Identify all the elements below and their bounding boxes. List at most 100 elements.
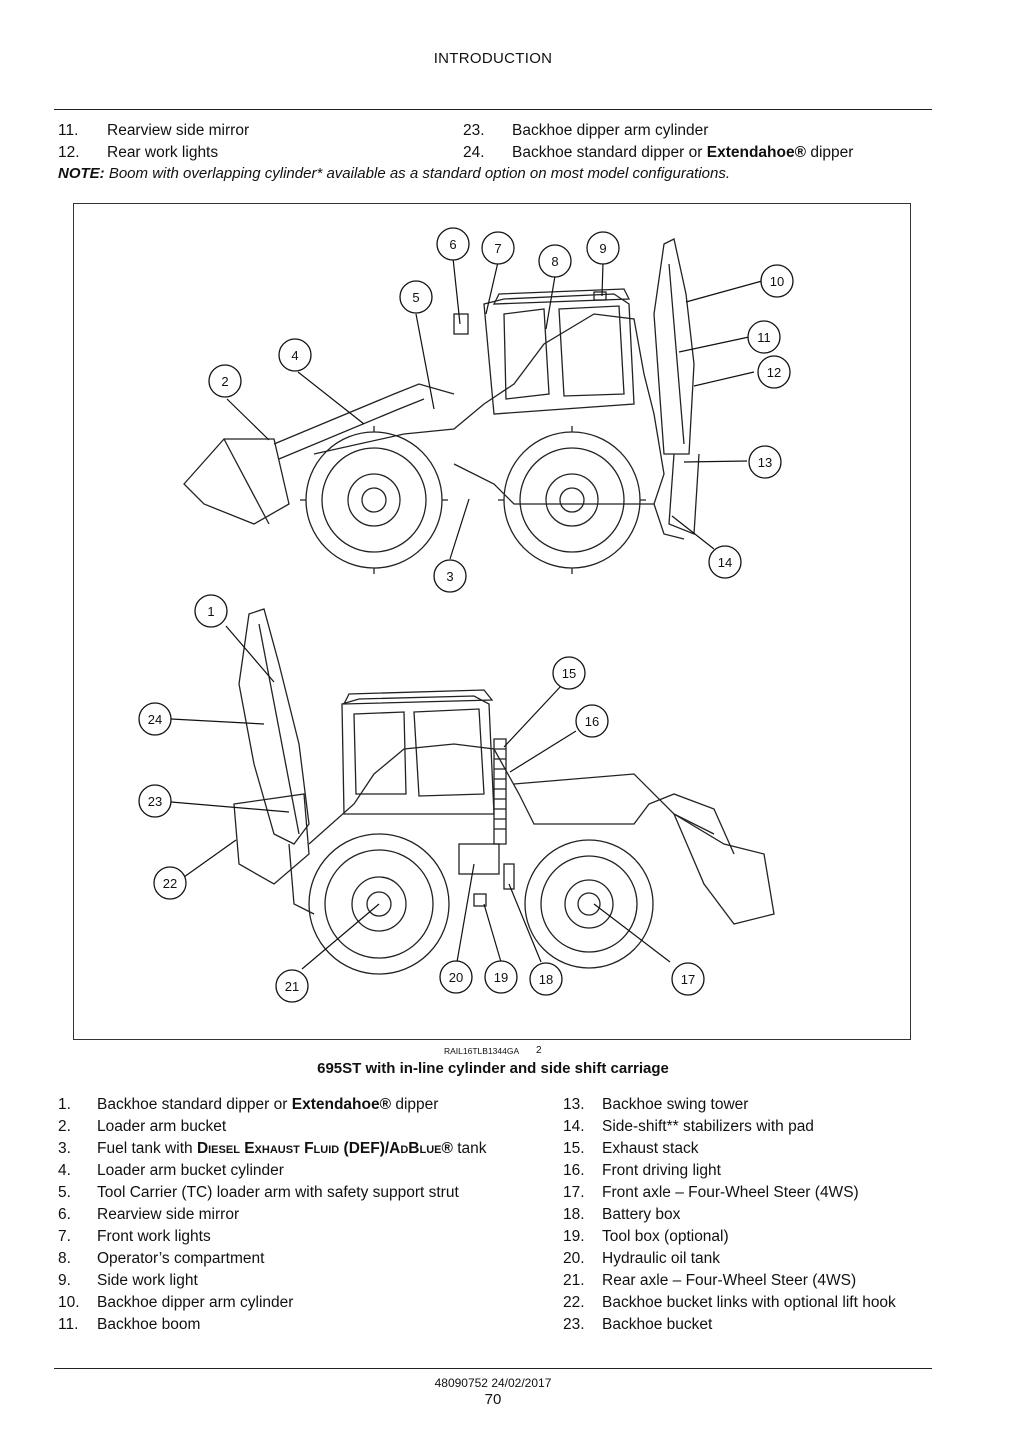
legend-number: 18. [563,1206,585,1223]
legend-number: 6. [58,1206,71,1223]
text-part: dipper [391,1096,439,1113]
legend-number: 5. [58,1184,71,1201]
callout-14: 14 [718,555,732,570]
item-number: 11. [58,122,79,139]
legend-number: 7. [58,1228,71,1245]
legend-number: 14. [563,1118,585,1135]
def-adblue-term: Diesel Exhaust Fluid (DEF)/AdBlue® [196,1140,453,1157]
callout-22: 22 [163,876,177,891]
text-part: Fuel tank with [97,1140,197,1157]
footer-rule [54,1368,932,1369]
callout-19: 19 [494,970,508,985]
legend-text: Operator’s compartment [97,1250,265,1267]
legend-number: 16. [563,1162,585,1179]
legend-number: 19. [563,1228,585,1245]
top-list-item: 24. [463,144,485,161]
top-list-item: 23. [463,122,485,139]
callout-11: 11 [757,330,771,345]
lower-machine-drawing [233,608,775,975]
top-list-item-text: Rearview side mirror [107,122,250,139]
legend-text: Backhoe bucket links with optional lift … [602,1294,896,1311]
text-part: dipper [806,144,854,161]
legend-text: Hydraulic oil tank [602,1250,721,1267]
legend-text: Front driving light [602,1162,721,1179]
top-list-item: 11. [58,120,78,142]
top-list-item-text: Rear work lights [107,144,219,161]
callout-8: 8 [551,254,558,269]
page-number: 70 [484,1391,502,1408]
legend-text: Tool box (optional) [602,1228,729,1245]
callout-1: 1 [207,604,214,619]
figure-frame: 6 7 8 9 10 11 12 13 14 5 4 2 3 1 24 23 2… [73,203,911,1040]
callout-23: 23 [148,794,162,809]
figure-number: 2 [536,1045,542,1056]
legend-text: Backhoe dipper arm cylinder [97,1294,294,1311]
legend-text: Backhoe standard dipper or Extendahoe® d… [97,1094,438,1116]
legend-text: Side work light [97,1272,198,1289]
page-header-title: INTRODUCTION [433,50,553,67]
top-list-item: 12. [58,144,80,161]
legend-number: 10. [58,1294,80,1311]
legend-text: Battery box [602,1206,681,1223]
text-part: Backhoe standard dipper or [97,1096,292,1113]
legend-text: Loader arm bucket cylinder [97,1162,284,1179]
text-part: Backhoe standard dipper or [512,144,707,161]
text-part: tank [452,1140,487,1157]
callout-2: 2 [221,374,228,389]
callout-leaders [170,257,763,970]
legend-number: 15. [563,1140,585,1157]
legend-text: Loader arm bucket [97,1118,227,1135]
legend-number: 20. [563,1250,585,1267]
figure-caption: 695ST with in-line cylinder and side shi… [317,1060,669,1077]
top-list-item-text: Backhoe standard dipper or Extendahoe® d… [512,142,853,164]
callout-21: 21 [285,979,299,994]
legend-number: 17. [563,1184,585,1201]
callout-20: 20 [449,970,463,985]
legend-number: 22. [563,1294,585,1311]
legend-number: 23. [563,1316,585,1333]
brand-name: Extendahoe® [291,1096,392,1113]
callout-12: 12 [767,365,781,380]
legend-number: 21. [563,1272,585,1289]
callout-3: 3 [446,569,453,584]
legend-number: 2. [58,1118,71,1135]
callout-13: 13 [758,455,772,470]
legend-text: Tool Carrier (TC) loader arm with safety… [97,1184,459,1201]
legend-number: 9. [58,1272,71,1289]
callout-10: 10 [770,274,784,289]
callout-6: 6 [449,237,456,252]
legend-text: Backhoe swing tower [602,1096,749,1113]
legend-text: Backhoe boom [97,1316,201,1333]
legend-text: Rear axle – Four-Wheel Steer (4WS) [602,1272,857,1289]
callout-9: 9 [599,241,606,256]
callout-24: 24 [148,712,162,727]
legend-text: Side-shift** stabilizers with pad [602,1118,814,1135]
callout-5: 5 [412,290,419,305]
footer-doc-code: 48090752 24/02/2017 [434,1376,552,1390]
figure-code: RAIL16TLB1344GA [444,1046,520,1056]
backhoe-illustration: 6 7 8 9 10 11 12 13 14 5 4 2 3 1 24 23 2… [138,227,794,1003]
callout-17: 17 [681,972,695,987]
brand-name: Extendahoe® [706,144,807,161]
legend-text: Fuel tank with Diesel Exhaust Fluid (DEF… [97,1138,487,1160]
top-list-item-text: Backhoe dipper arm cylinder [512,122,709,139]
note: NOTE: Boom with overlapping cylinder* av… [58,165,730,182]
legend-text: Front work lights [97,1228,211,1245]
header-rule [54,109,932,110]
legend-text: Backhoe bucket [602,1316,713,1333]
callout-15: 15 [562,666,576,681]
legend-number: 13. [563,1096,585,1113]
note-text: Boom with overlapping cylinder* availabl… [104,165,731,182]
legend-number: 3. [58,1140,71,1157]
callout-4: 4 [291,348,298,363]
callout-18: 18 [539,972,553,987]
legend-text: Rearview side mirror [97,1206,240,1223]
legend-number: 11. [58,1316,79,1333]
legend-number: 1. [58,1096,71,1113]
callout-16: 16 [585,714,599,729]
legend-number: 4. [58,1162,71,1179]
legend-number: 8. [58,1250,71,1267]
legend-text: Exhaust stack [602,1140,699,1157]
callout-7: 7 [494,241,501,256]
note-label: NOTE: [58,165,105,182]
